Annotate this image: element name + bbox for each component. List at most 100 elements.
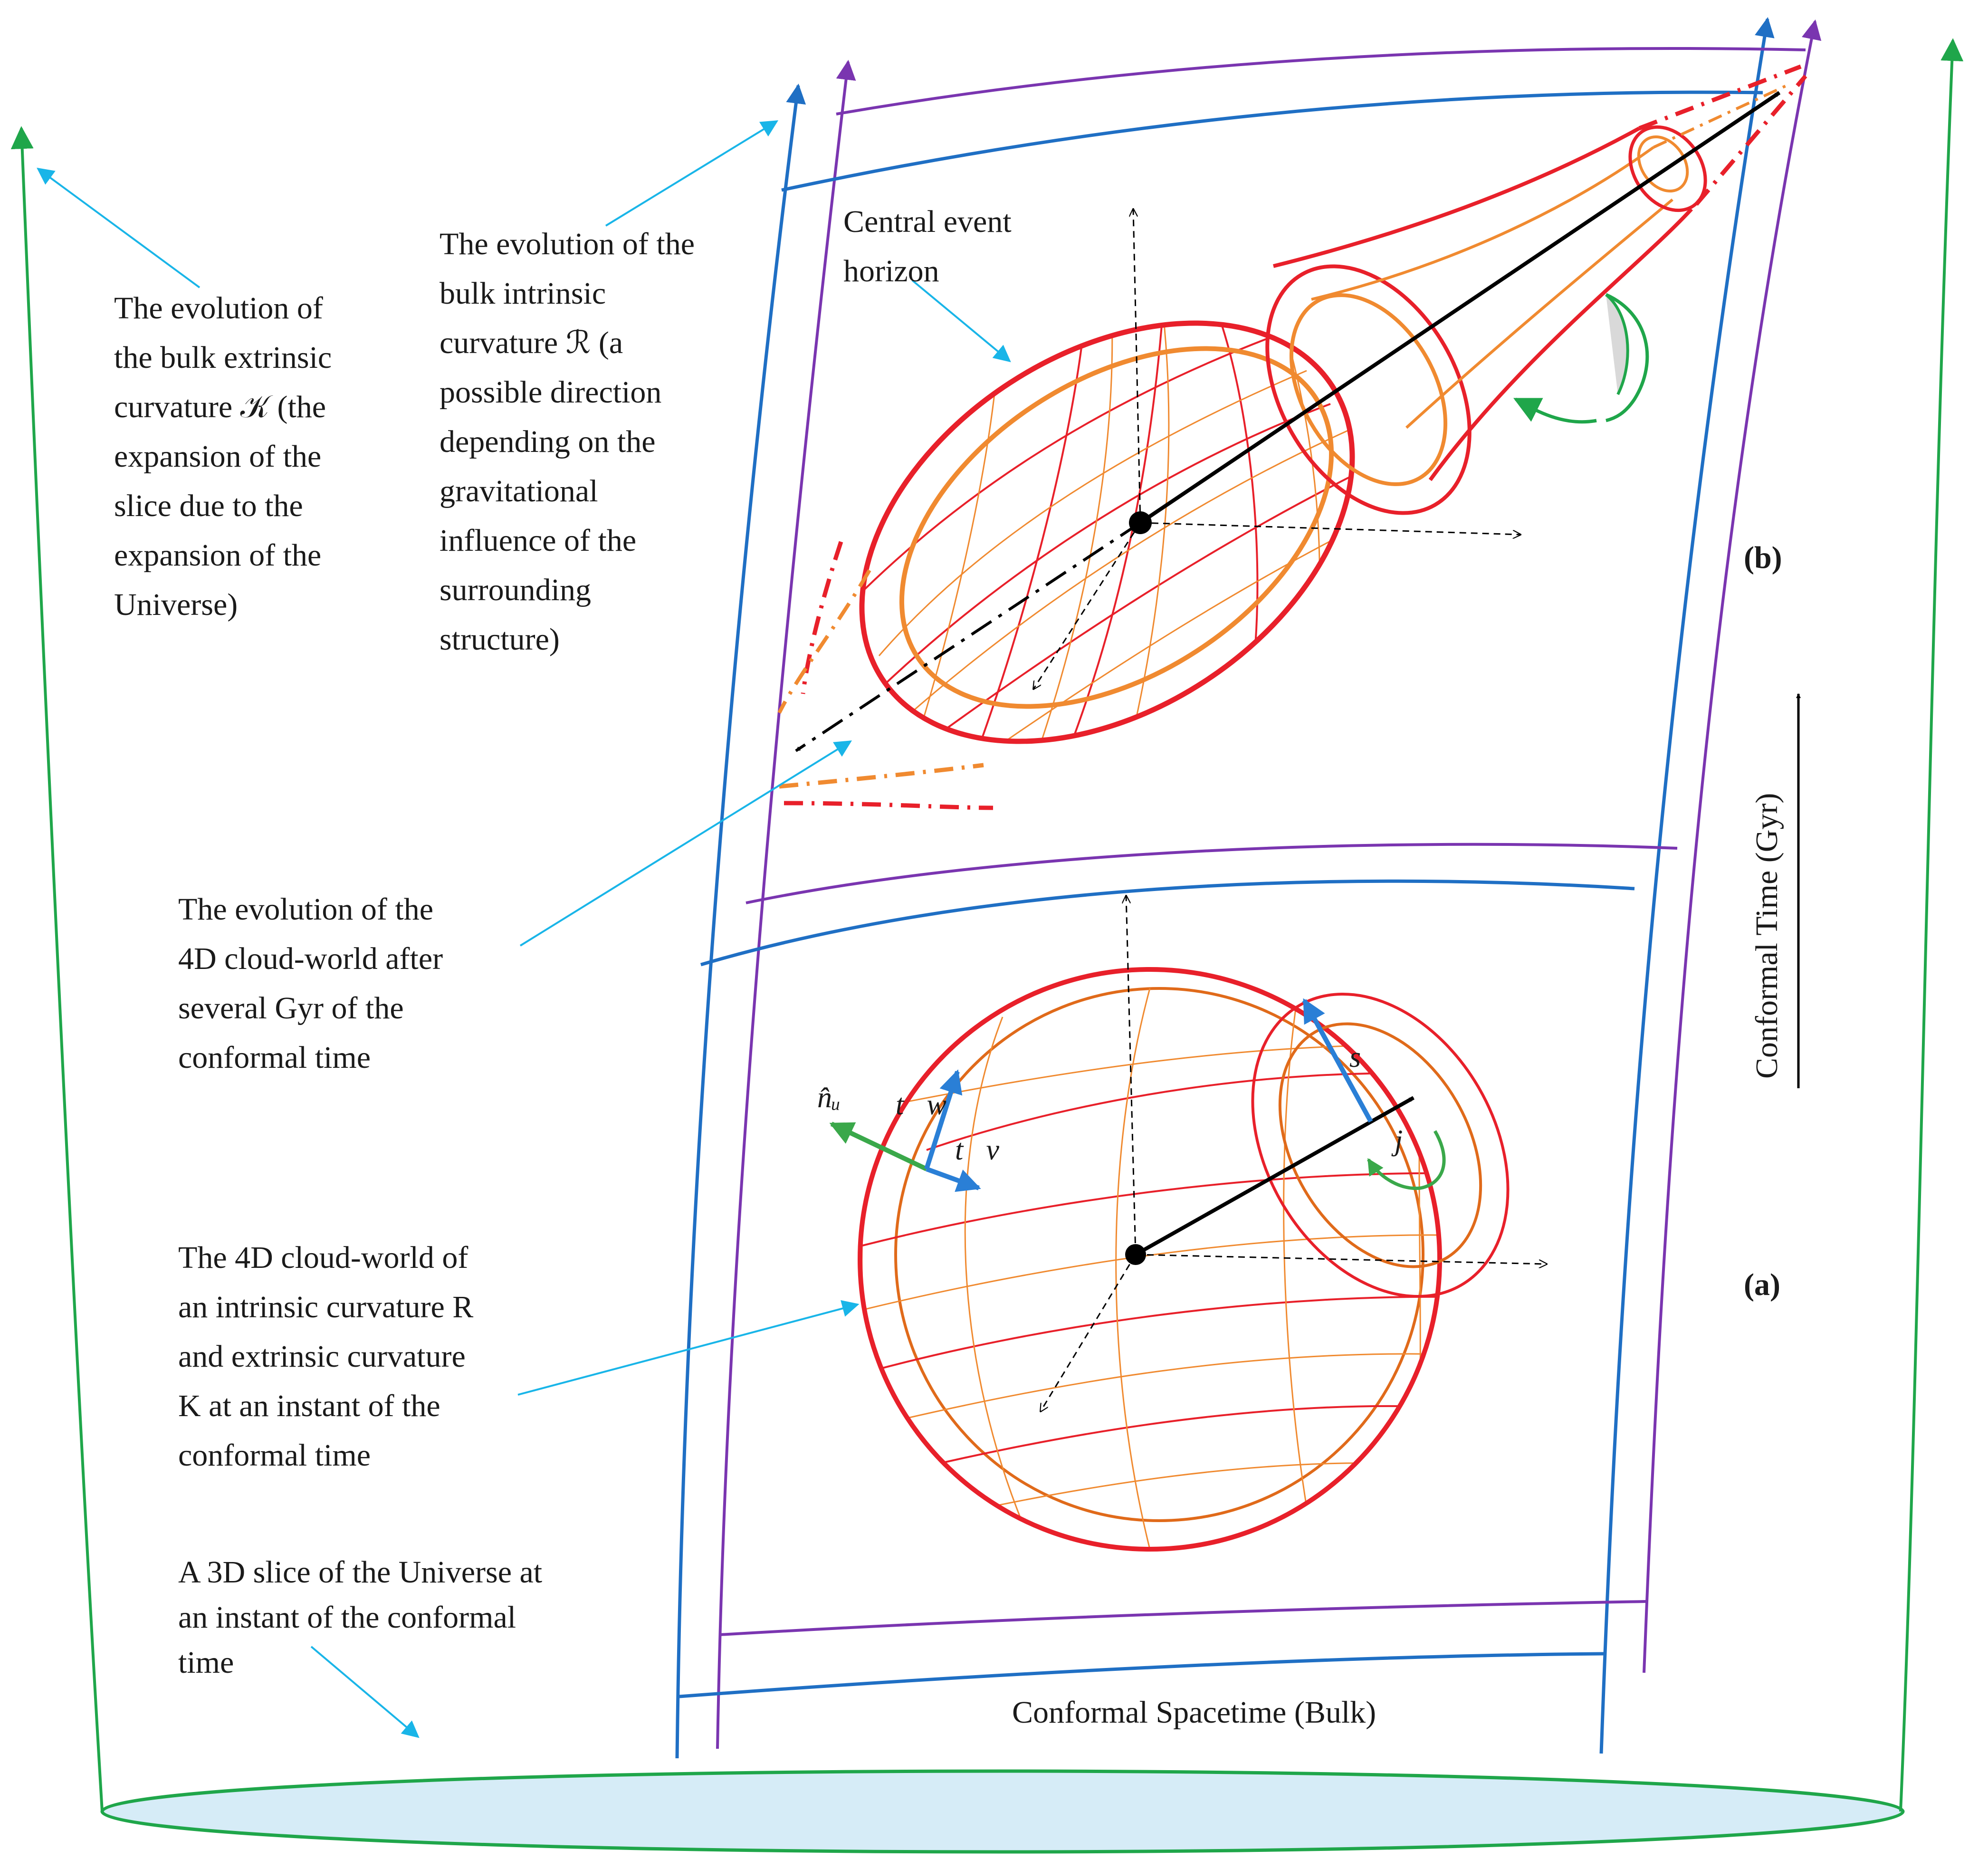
label-line: an instant of the conformal	[178, 1600, 516, 1635]
label-line: The evolution of the	[440, 227, 695, 261]
label-line: an intrinsic curvature R	[178, 1290, 473, 1324]
label-line: time	[178, 1645, 234, 1680]
label-line: The 4D cloud-world of	[178, 1240, 468, 1275]
tail-dash-orange-lower	[779, 763, 984, 789]
label-panel-a: (a)	[1744, 1267, 1780, 1302]
label-line: possible direction	[440, 375, 661, 410]
normal-vector-nu	[829, 1121, 928, 1171]
tail-dash-orange-left	[777, 569, 871, 714]
bottom-blue-slice	[679, 1652, 1604, 1698]
egg-outer-shell	[859, 320, 1355, 744]
leader-cloud-world	[517, 1300, 860, 1396]
egg-axis-down	[1033, 522, 1141, 689]
sphere-radius-arrow	[1135, 1096, 1415, 1256]
blue-right-wall	[1599, 17, 1775, 1754]
label-line: the bulk extrinsic	[114, 340, 332, 375]
rotation-ring	[1513, 293, 1649, 424]
sphere-axis-down	[1041, 1254, 1137, 1411]
mid-blue-slice	[700, 879, 1635, 967]
egg-grid-red	[835, 294, 1402, 808]
tail-dash-red-lower	[784, 801, 994, 810]
label-vector-tv: t⃗v	[955, 1134, 999, 1166]
funnel-tip-inner	[1637, 135, 1689, 192]
purple-left-wall	[716, 59, 856, 1749]
label-line: and extrinsic curvature	[178, 1339, 466, 1374]
label-line: A 3D slice of the Universe at	[178, 1555, 542, 1590]
top-purple-slice	[836, 47, 1806, 115]
label-line: 4D cloud-world after	[178, 941, 443, 976]
label-line: bulk intrinsic	[440, 276, 606, 311]
label-line: structure)	[440, 622, 560, 657]
spin-arrow-j	[1367, 1130, 1446, 1190]
sphere-inner-shell	[894, 987, 1424, 1522]
sphere-horizon-outer	[1251, 993, 1510, 1298]
label-line: depending on the	[440, 424, 656, 459]
leader-arrows	[37, 120, 1011, 1738]
label-line: The evolution of the	[178, 892, 433, 927]
label-line: expansion of the	[114, 538, 321, 573]
bottom-purple-slice	[719, 1600, 1647, 1636]
funnel-upper-edge	[1273, 126, 1640, 268]
egg-axis-back	[795, 521, 1141, 752]
slice-walls	[675, 17, 1822, 1759]
leader-horizon	[911, 279, 1011, 363]
funnel-dash-lower	[1694, 75, 1807, 206]
bulk-funnel	[10, 38, 1964, 1854]
sphere-horizon-inner	[1278, 1022, 1482, 1268]
egg-radius-arrow	[1139, 91, 1781, 525]
label-central-horizon: Central event horizon	[843, 204, 1012, 288]
evolved-cloud-world	[777, 64, 1807, 810]
label-spacetime-bulk: Conformal Spacetime (Bulk)	[1012, 1695, 1376, 1730]
leader-extrinsic	[37, 167, 201, 288]
label-line: influence of the	[440, 523, 636, 558]
sphere-latitudes	[860, 1072, 1440, 1479]
label-evolution-4d: The evolution of the 4D cloud-world after…	[178, 892, 443, 1075]
label-line: slice due to the	[114, 489, 303, 523]
label-vector-s: s	[1349, 1041, 1361, 1073]
egg-horizon-outer	[1265, 264, 1472, 515]
bulk-left-edge	[10, 126, 104, 1812]
label-vector-nu: n̂ᵤ	[817, 1082, 841, 1114]
funnel-inner-lower	[1405, 198, 1673, 429]
label-line: gravitational	[440, 474, 598, 508]
tail-dash-red-left	[801, 541, 843, 694]
leader-slice	[310, 1646, 420, 1738]
label-cloud-world-4d: The 4D cloud-world of an intrinsic curvat…	[178, 1240, 473, 1473]
funnel-dash-upper	[1638, 64, 1802, 131]
sphere-center-dot	[1125, 1244, 1146, 1265]
purple-right-wall	[1643, 19, 1822, 1673]
egg-axis-up	[1133, 209, 1141, 523]
label-line: expansion of the	[114, 439, 321, 474]
tangent-vector-tw	[924, 1069, 963, 1170]
egg-inner-shell	[899, 346, 1334, 709]
sphere-axis-right	[1135, 1254, 1547, 1264]
egg-center-dot	[1129, 511, 1152, 534]
label-line: conformal time	[178, 1040, 371, 1075]
bulk-right-edge	[1899, 38, 1964, 1812]
label-panel-b: (b)	[1744, 540, 1782, 575]
label-line: Universe)	[114, 587, 238, 622]
label-line: horizon	[843, 254, 939, 288]
leader-intrinsic	[605, 120, 779, 227]
mid-purple-slice	[746, 843, 1678, 904]
funnel-lower-edge	[1428, 208, 1693, 481]
egg-axis-right	[1140, 522, 1520, 535]
funnel-inner-upper	[1311, 146, 1654, 301]
leader-evolution	[519, 740, 852, 947]
label-line: K at an instant of the	[178, 1389, 440, 1423]
label-line: The evolution of	[114, 291, 323, 326]
tangent-vector-tv	[926, 1167, 981, 1192]
spin-vector-s	[1302, 998, 1373, 1123]
conformal-time-label: Conformal Time (Gyr)	[1749, 793, 1784, 1079]
conformal-time-axis: Conformal Time (Gyr)	[1749, 693, 1801, 1088]
label-line: surrounding	[440, 573, 591, 607]
label-line: Central event	[843, 204, 1012, 239]
label-slice-3d: A 3D slice of the Universe at an instant …	[178, 1555, 542, 1680]
sphere-outer-shell	[858, 967, 1442, 1552]
bulk-base-ellipse	[100, 1769, 1905, 1854]
funnel-dash-inner	[1653, 84, 1787, 149]
label-line: several Gyr of the	[178, 991, 404, 1026]
top-blue-slice	[781, 90, 1763, 192]
cloud-world-sphere	[829, 896, 1560, 1552]
